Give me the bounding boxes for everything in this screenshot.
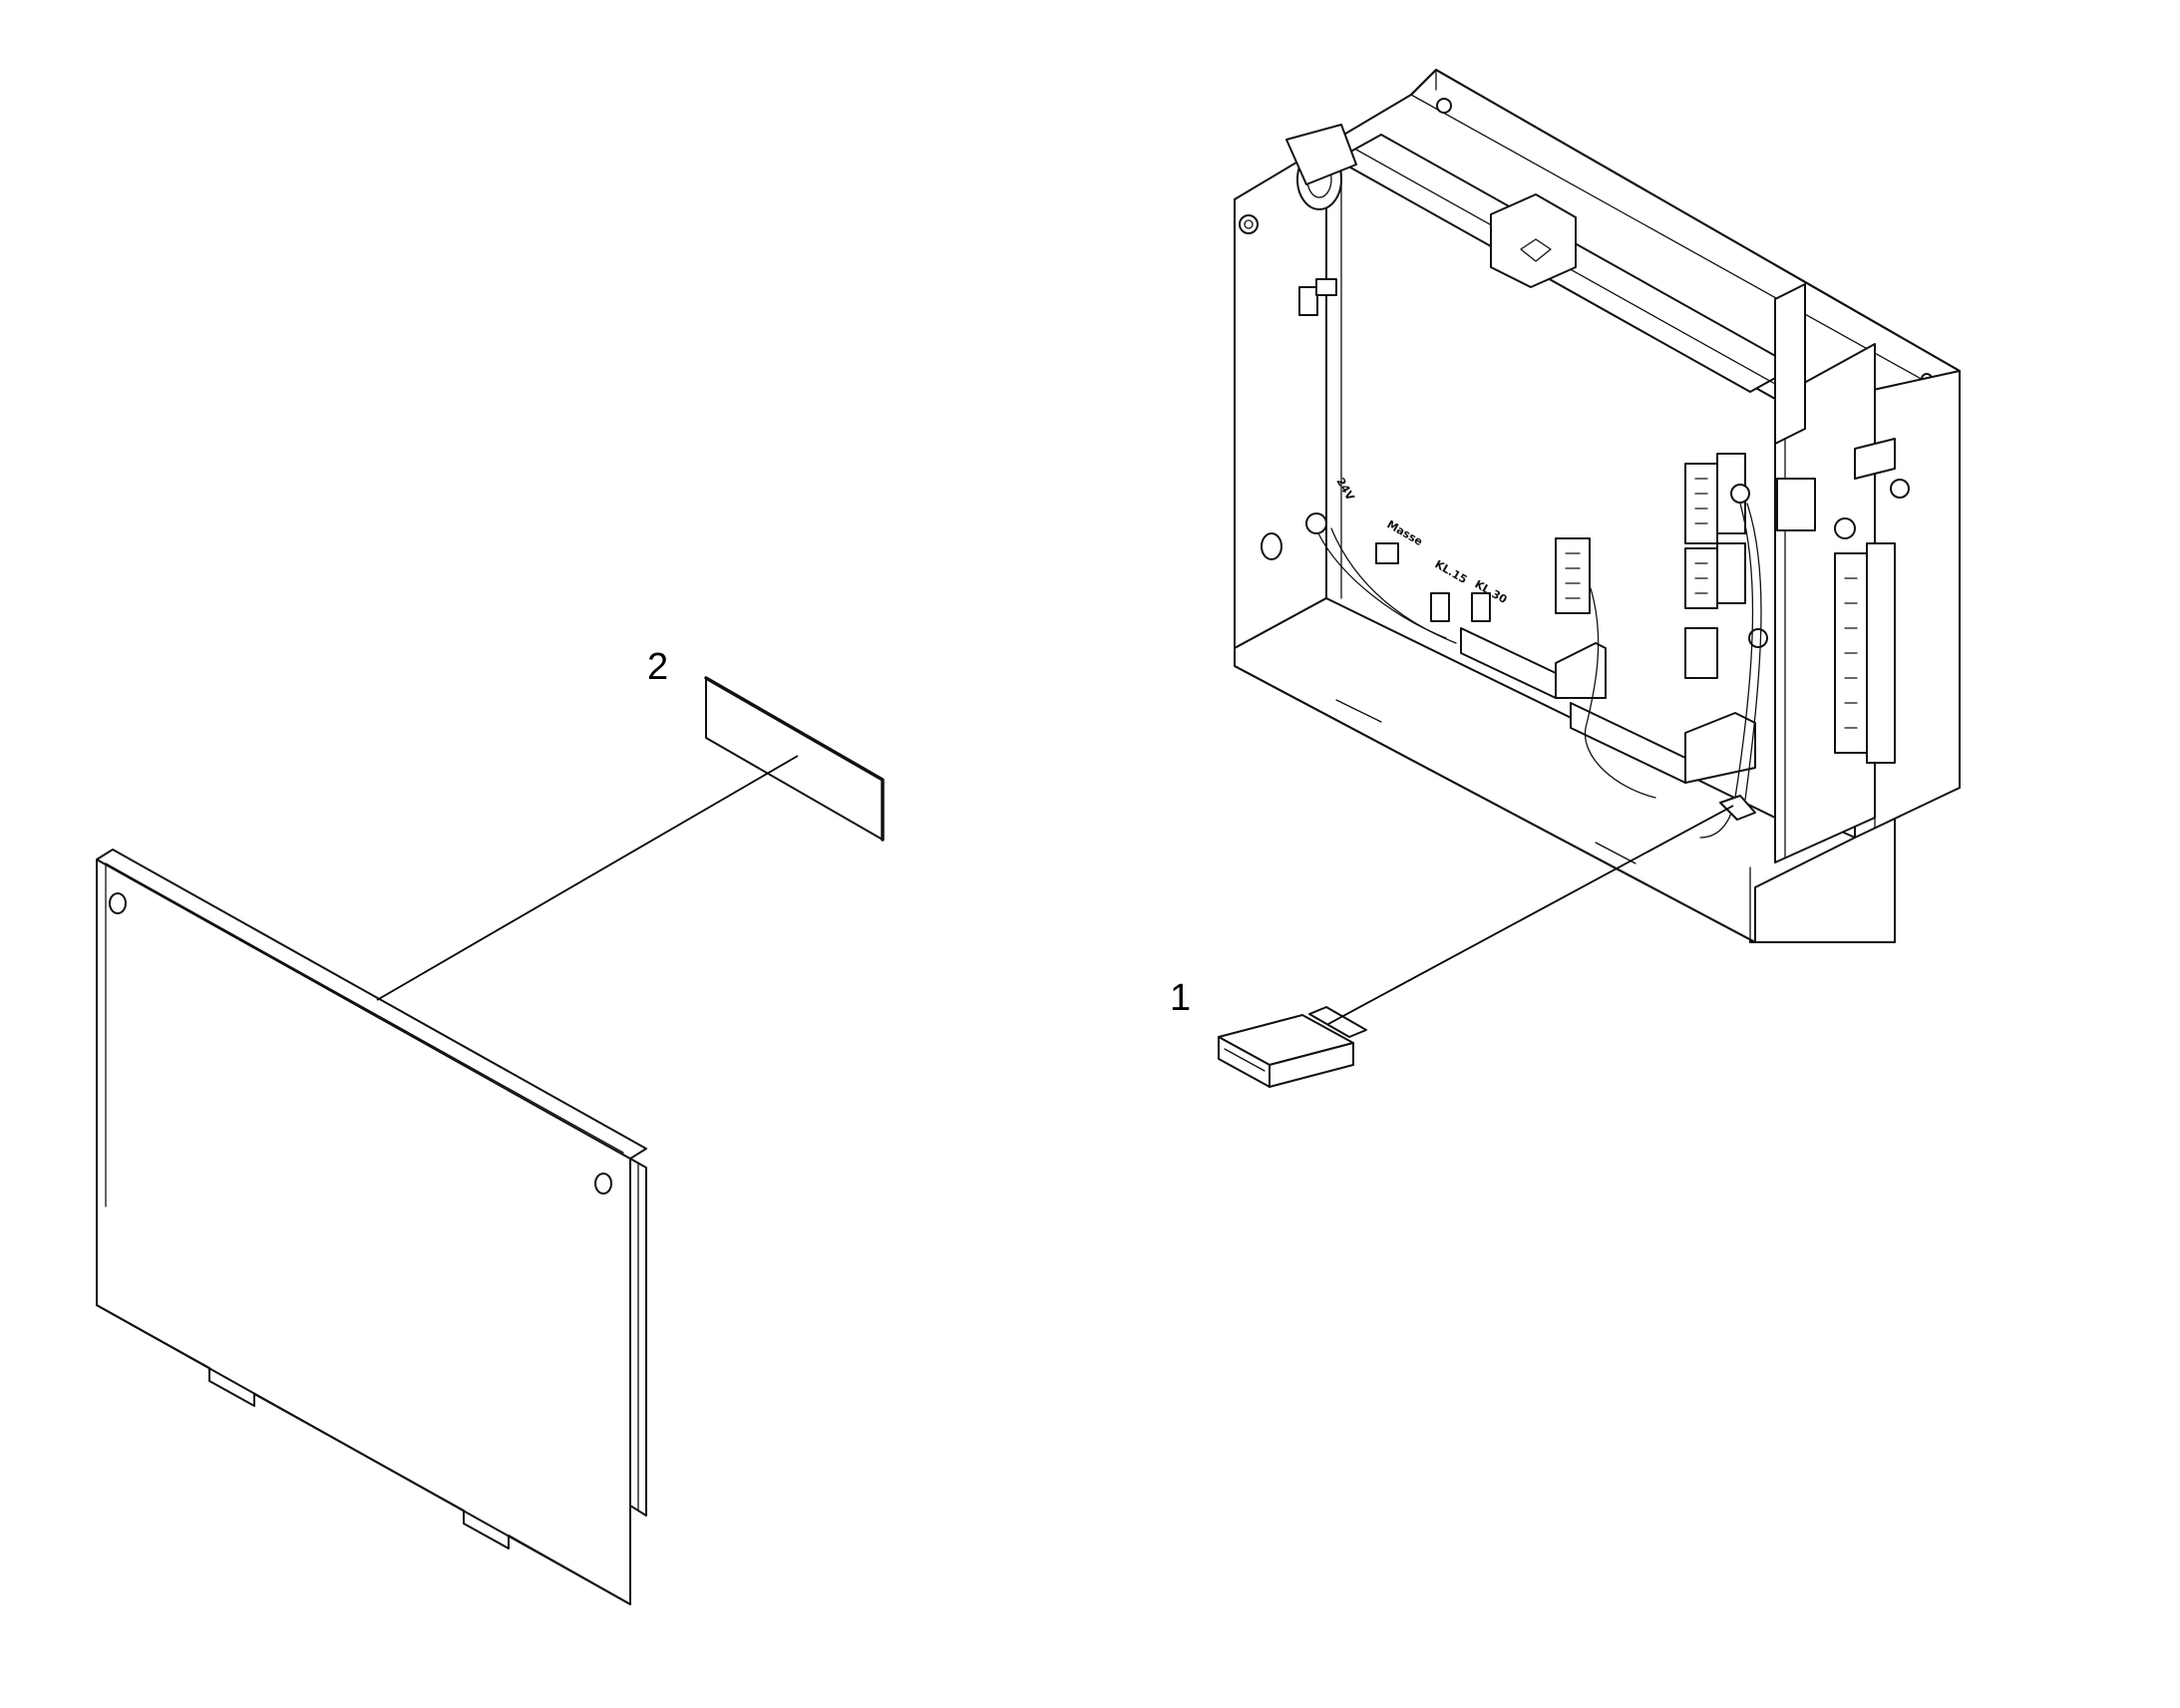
callout-2: 2 <box>647 646 668 688</box>
mount-hole-icon <box>109 892 127 914</box>
callout-1: 1 <box>1170 977 1191 1019</box>
front-cover-panel <box>96 849 647 1605</box>
terminal-rail <box>1776 438 1910 764</box>
mount-hole-icon <box>594 1173 612 1195</box>
leader-line-1 <box>1327 805 1734 1025</box>
leader-line-2 <box>376 755 799 1001</box>
control-box-assembly: 24V Masse KL.15 KL.30 <box>1234 69 1961 943</box>
terminal-blocks <box>1460 453 1756 784</box>
fuse-part <box>1218 1006 1367 1088</box>
